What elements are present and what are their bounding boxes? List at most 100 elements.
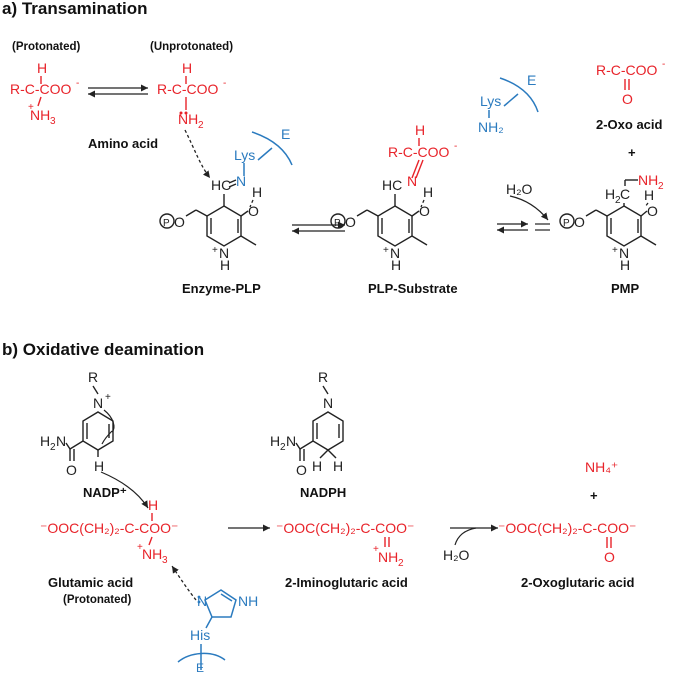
svg-text:O: O — [174, 214, 185, 230]
svg-text:+: + — [383, 245, 389, 256]
svg-text:+: + — [212, 245, 218, 256]
svg-text:P: P — [163, 218, 170, 229]
svg-text:NH: NH — [638, 172, 658, 188]
svg-text:N: N — [56, 433, 66, 449]
section-b-title: b) Oxidative deamination — [2, 340, 204, 359]
svg-text:+: + — [105, 392, 111, 403]
svg-text:H: H — [312, 458, 322, 474]
svg-text:H: H — [37, 60, 47, 76]
water-a: H₂O — [506, 181, 533, 197]
svg-text:NH: NH — [30, 107, 50, 123]
svg-text:O: O — [574, 214, 585, 230]
nadp-structure: R N + O H 2 N H — [40, 369, 115, 478]
svg-text:H: H — [182, 60, 192, 76]
oxoglutaric-label: 2-Oxoglutaric acid — [521, 575, 634, 590]
plp-substrate-structure: H R-C-COO - HC N H O P O N + H — [330, 122, 457, 273]
svg-text:3: 3 — [50, 116, 56, 127]
lys-residue-1: Lys E — [234, 126, 293, 176]
svg-text:N: N — [407, 173, 417, 189]
svg-text:O: O — [647, 203, 658, 219]
amino-acid-label: Amino acid — [88, 136, 158, 151]
nadph-label: NADPH — [300, 485, 346, 500]
svg-text:O: O — [66, 462, 77, 478]
svg-text:O: O — [622, 91, 633, 107]
svg-text:O: O — [419, 203, 430, 219]
glutamic-acid-label: Glutamic acid — [48, 575, 133, 590]
glutamic-acid-sub-label: (Protonated) — [63, 594, 132, 606]
water-b: H₂O — [443, 547, 470, 563]
svg-text:H: H — [620, 257, 630, 273]
svg-text:NH: NH — [378, 549, 398, 565]
equilibrium-arrow-1 — [88, 84, 148, 98]
svg-text:N: N — [236, 173, 246, 189]
svg-text:H: H — [423, 184, 433, 200]
unprotonated-amino-acid: H R-C-COO - NH 2 — [157, 60, 226, 131]
svg-text:E: E — [281, 126, 290, 142]
attack-arrow-a — [184, 129, 211, 179]
svg-text:O: O — [604, 549, 615, 565]
svg-text:2: 2 — [398, 558, 404, 569]
svg-text:2: 2 — [615, 195, 621, 206]
iminoglutaric-label: 2-Iminoglutaric acid — [285, 575, 408, 590]
nadp-label: NADP⁺ — [83, 485, 127, 500]
svg-text:R: R — [88, 369, 98, 385]
svg-text:+: + — [28, 102, 34, 113]
his-residue: N NH His E — [177, 589, 258, 675]
svg-text:-: - — [223, 78, 226, 89]
glutamic-acid-structure: H ⁻OOC(CH₂)₂-C-COO⁻ + NH 3 — [40, 497, 178, 566]
svg-text:2: 2 — [198, 120, 204, 131]
svg-text:+: + — [373, 544, 379, 555]
svg-text:+: + — [612, 245, 618, 256]
svg-text:N: N — [390, 245, 400, 261]
protonated-label: (Protonated) — [12, 41, 81, 53]
svg-text:C: C — [620, 186, 630, 202]
svg-text:E: E — [527, 72, 536, 88]
oxoglutaric-acid-structure: ⁻OOC(CH₂)₂-C-COO⁻ O — [498, 520, 636, 565]
enzyme-plp-label: Enzyme-PLP — [182, 281, 261, 296]
svg-text:H: H — [220, 257, 230, 273]
svg-text:+: + — [137, 542, 143, 553]
svg-text:H: H — [270, 433, 280, 449]
svg-text:N: N — [323, 395, 333, 411]
oxo-acid-label: 2-Oxo acid — [596, 117, 663, 132]
svg-text:R-C-COO: R-C-COO — [157, 81, 219, 97]
oxo-acid-structure: R-C-COO - O — [596, 59, 665, 107]
protonated-amino-acid: H R-C-COO - NH 3 + — [10, 60, 79, 127]
svg-text:HC: HC — [382, 177, 402, 193]
svg-text:H: H — [333, 458, 343, 474]
svg-text:⁻OOC(CH₂)₂-C-COO⁻: ⁻OOC(CH₂)₂-C-COO⁻ — [498, 520, 636, 536]
svg-text:-: - — [454, 141, 457, 152]
svg-text:Lys: Lys — [480, 93, 501, 109]
lys-residue-2: Lys E NH₂ — [478, 72, 539, 135]
section-a-title: a) Transamination — [2, 0, 147, 18]
svg-text:O: O — [248, 203, 259, 219]
svg-text:NH: NH — [142, 546, 162, 562]
plp-substrate-label: PLP-Substrate — [368, 281, 458, 296]
svg-text:HC: HC — [211, 177, 231, 193]
svg-text:NH: NH — [178, 111, 198, 127]
svg-text:R-C-COO: R-C-COO — [388, 144, 450, 160]
svg-text:N: N — [286, 433, 296, 449]
equilibrium-arrow-3 — [497, 195, 550, 234]
svg-text:R: R — [318, 369, 328, 385]
svg-text:E: E — [196, 661, 204, 675]
plus-a: + — [628, 145, 636, 160]
svg-text:P: P — [334, 218, 341, 229]
svg-text:H: H — [644, 187, 654, 203]
iminoglutaric-acid-structure: ⁻OOC(CH₂)₂-C-COO⁻ + NH 2 — [276, 520, 414, 569]
svg-text:N: N — [197, 593, 207, 609]
svg-text:H: H — [94, 458, 104, 474]
nadph-structure: R N O H 2 N H H — [270, 369, 344, 478]
svg-text:⁻OOC(CH₂)₂-C-COO⁻: ⁻OOC(CH₂)₂-C-COO⁻ — [40, 520, 178, 536]
enzyme-plp-structure: HC N H O P O N + H — [159, 173, 262, 273]
equilibrium-arrow-2 — [292, 221, 345, 235]
svg-text:N: N — [619, 245, 629, 261]
hydride-arrow — [100, 471, 149, 509]
svg-text:3: 3 — [162, 555, 168, 566]
svg-text:NH₂: NH₂ — [478, 119, 504, 135]
pmp-structure: NH 2 H H 2 C O P O N + H — [559, 172, 664, 273]
plus-b: + — [590, 488, 598, 503]
svg-text:O: O — [296, 462, 307, 478]
svg-text:-: - — [662, 59, 665, 70]
